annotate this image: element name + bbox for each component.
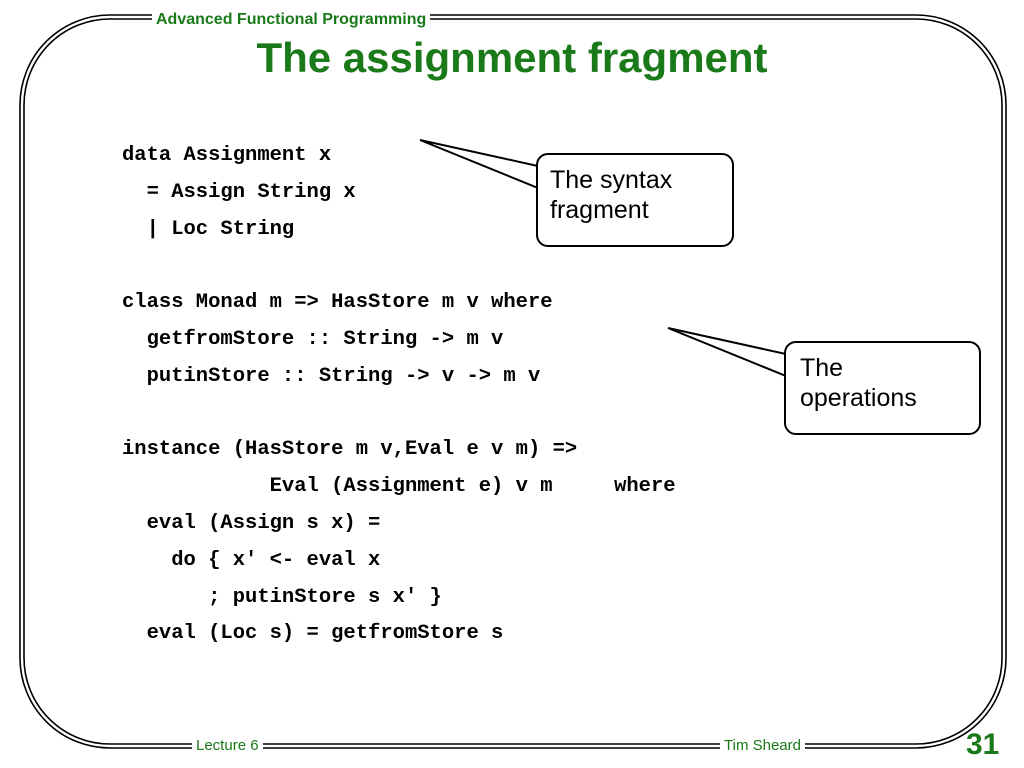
code-line (122, 248, 676, 285)
code-line: | Loc String (122, 217, 295, 241)
code-line: putinStore :: String -> v -> m v (122, 364, 541, 388)
callout-operations-line2: operations (800, 384, 917, 412)
code-line: ; putinStore s x' } (122, 585, 442, 609)
callout-syntax-line2: fragment (550, 196, 649, 224)
code-block: data Assignment x = Assign String x | Lo… (122, 138, 676, 653)
code-line (122, 396, 676, 433)
callout-ops-pointer (667, 327, 787, 378)
code-line: instance (HasStore m v,Eval e v m) => (122, 438, 578, 462)
slide-title: The assignment fragment (256, 34, 768, 81)
code-line: class Monad m => HasStore m v where (122, 291, 553, 315)
page-number: 31 (966, 728, 1000, 761)
code-line: eval (Loc s) = getfromStore s (122, 622, 504, 646)
callout-syntax-line1: The syntax (550, 166, 673, 194)
course-title: Advanced Functional Programming (152, 11, 431, 29)
code-line: eval (Assign s x) = (122, 511, 381, 535)
code-line: data Assignment x (122, 144, 332, 167)
code-line: getfromStore :: String -> m v (122, 327, 504, 351)
footer-author: Tim Sheard (720, 737, 805, 755)
code-line: do { x' <- eval x (122, 548, 381, 572)
callout-operations: The operations (784, 341, 981, 435)
code-line: Eval (Assignment e) v m where (122, 475, 676, 499)
callout-operations-line1: The (800, 354, 844, 382)
callout-syntax: The syntax fragment (536, 153, 734, 247)
footer-lecture: Lecture 6 (192, 737, 263, 755)
code-line: = Assign String x (122, 180, 356, 204)
